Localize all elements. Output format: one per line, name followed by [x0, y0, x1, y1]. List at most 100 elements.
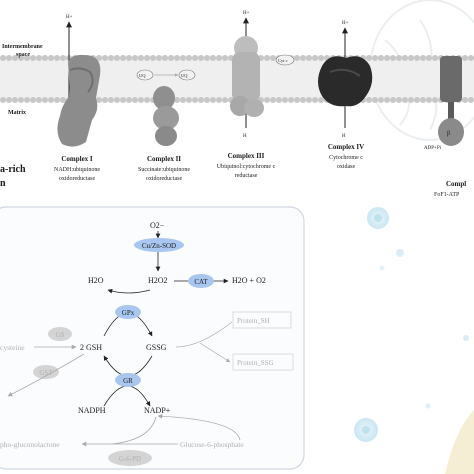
- lipid-head: [186, 55, 192, 61]
- lipid-head: [36, 97, 42, 103]
- water-label: H2O: [88, 276, 104, 285]
- lipid-head: [48, 55, 54, 61]
- complex-i-desc-line1: NADH:ubiquinone: [54, 167, 100, 173]
- lipid-head: [420, 97, 426, 103]
- gr-label: GR: [123, 377, 133, 385]
- proton-lower-label-3: H: [243, 134, 247, 139]
- complex-i-protein: [57, 54, 101, 147]
- lipid-head: [222, 55, 228, 61]
- glucose-6-phosphate-label: Glucose-6-phosphate: [180, 440, 244, 449]
- proton-label-3: H+: [243, 11, 250, 16]
- lipid-head: [378, 55, 384, 61]
- complex-iii-desc-line1: Ubiquinol:cytochrome c: [217, 164, 276, 170]
- intermembrane-label-line1: Intermembrane: [2, 44, 43, 50]
- lipid-head: [294, 97, 300, 103]
- superoxide-label: O2−: [150, 221, 165, 230]
- lipid-head: [420, 55, 426, 61]
- protein-ssg-label: Protein_SSG: [237, 359, 274, 367]
- lipid-head: [126, 55, 132, 61]
- nadp-label: NADP+: [144, 406, 171, 415]
- lipid-head: [126, 97, 132, 103]
- lipid-head: [300, 55, 306, 61]
- complex-iv-title: Complex IV: [328, 143, 364, 151]
- intermembrane-label-line2: space: [16, 52, 30, 58]
- lipid-head: [216, 97, 222, 103]
- complex-iii-caption: Complex III Ubiquinol:cytochrome c reduc…: [217, 152, 276, 179]
- atp-synthase-protein: β: [438, 56, 464, 146]
- lipid-head: [24, 97, 30, 103]
- lipid-head: [186, 97, 192, 103]
- protein-sh-box: [232, 311, 292, 329]
- lipid-head: [156, 55, 162, 61]
- lipid-head: [366, 55, 372, 61]
- lipid-head: [198, 97, 204, 103]
- complex-v-caption: ADP+Pi Compl FoF1-ATP: [424, 146, 466, 198]
- lipid-head: [402, 97, 408, 103]
- proton-lower-label-4: H: [342, 134, 346, 139]
- lipid-head: [60, 97, 66, 103]
- cytochrome-c-carrier: Cyt c: [275, 54, 295, 66]
- nadph-label: NADPH: [78, 406, 106, 415]
- complex-i-desc-line2: oxidoreductase: [59, 176, 96, 182]
- complex-v-desc-line1: FoF1-ATP: [434, 192, 460, 198]
- lipid-head: [312, 97, 318, 103]
- beta-subunit-label: β: [447, 131, 450, 137]
- complex-iv-protein: [318, 56, 373, 107]
- lipid-head: [210, 97, 216, 103]
- protein-sh-label: Protein_SH: [237, 317, 270, 325]
- lipid-head: [132, 55, 138, 61]
- lipid-head: [114, 55, 120, 61]
- lipid-head: [408, 97, 414, 103]
- lipid-head: [120, 55, 126, 61]
- lipid-head: [24, 55, 30, 61]
- lipid-head: [54, 55, 60, 61]
- complex-iv-caption: Complex IV Cytochrome c oxidase: [328, 143, 364, 170]
- complex-ii-protein: [153, 86, 179, 146]
- lipid-head: [462, 97, 468, 103]
- lipid-head: [192, 97, 198, 103]
- lipid-head: [204, 97, 210, 103]
- lipid-head: [132, 97, 138, 103]
- lipid-head: [216, 55, 222, 61]
- lipid-head: [390, 97, 396, 103]
- lipid-head: [96, 55, 102, 61]
- lipid-head: [60, 55, 66, 61]
- lipid-head: [102, 97, 108, 103]
- sod-enzyme: Cu/Zn-SOD: [134, 238, 184, 252]
- lipid-head: [222, 97, 228, 103]
- lipid-head: [408, 55, 414, 61]
- uq-label-2: UQ: [181, 73, 188, 78]
- lipid-head: [162, 55, 168, 61]
- lipid-head: [426, 55, 432, 61]
- lipid-head: [468, 55, 474, 61]
- lipid-head: [210, 55, 216, 61]
- lipid-head: [384, 97, 390, 103]
- uq-label-1: UQ: [139, 73, 146, 78]
- lipid-head: [144, 97, 150, 103]
- gst-enzyme: GST: [33, 365, 59, 379]
- lipid-head: [96, 97, 102, 103]
- lipid-head: [402, 55, 408, 61]
- lipid-head: [6, 97, 12, 103]
- lipid-head: [384, 55, 390, 61]
- g6pd-label: G-6-PD: [119, 455, 141, 463]
- lipid-head: [468, 97, 474, 103]
- lipid-head: [180, 97, 186, 103]
- complex-iv-desc-line1: Cytochrome c: [329, 155, 363, 161]
- lipid-head: [414, 97, 420, 103]
- proton-label-1: H+: [66, 15, 73, 20]
- ubiquinone-carrier-1: UQ: [136, 69, 154, 81]
- left-fragment-line1: a-rich: [0, 164, 26, 175]
- lipid-head: [426, 97, 432, 103]
- complex-ii-desc-line1: Succinate:ubiquinone: [138, 167, 190, 173]
- cat-enzyme: CAT: [188, 274, 214, 288]
- lipid-head: [138, 55, 144, 61]
- lipid-head: [42, 55, 48, 61]
- lipid-head: [264, 97, 270, 103]
- lipid-head: [204, 55, 210, 61]
- lipid-head: [318, 55, 324, 61]
- gssg-label: GSSG: [146, 343, 167, 352]
- matrix-label: Matrix: [8, 110, 26, 116]
- lipid-head: [30, 55, 36, 61]
- complex-iii-title: Complex III: [228, 152, 265, 160]
